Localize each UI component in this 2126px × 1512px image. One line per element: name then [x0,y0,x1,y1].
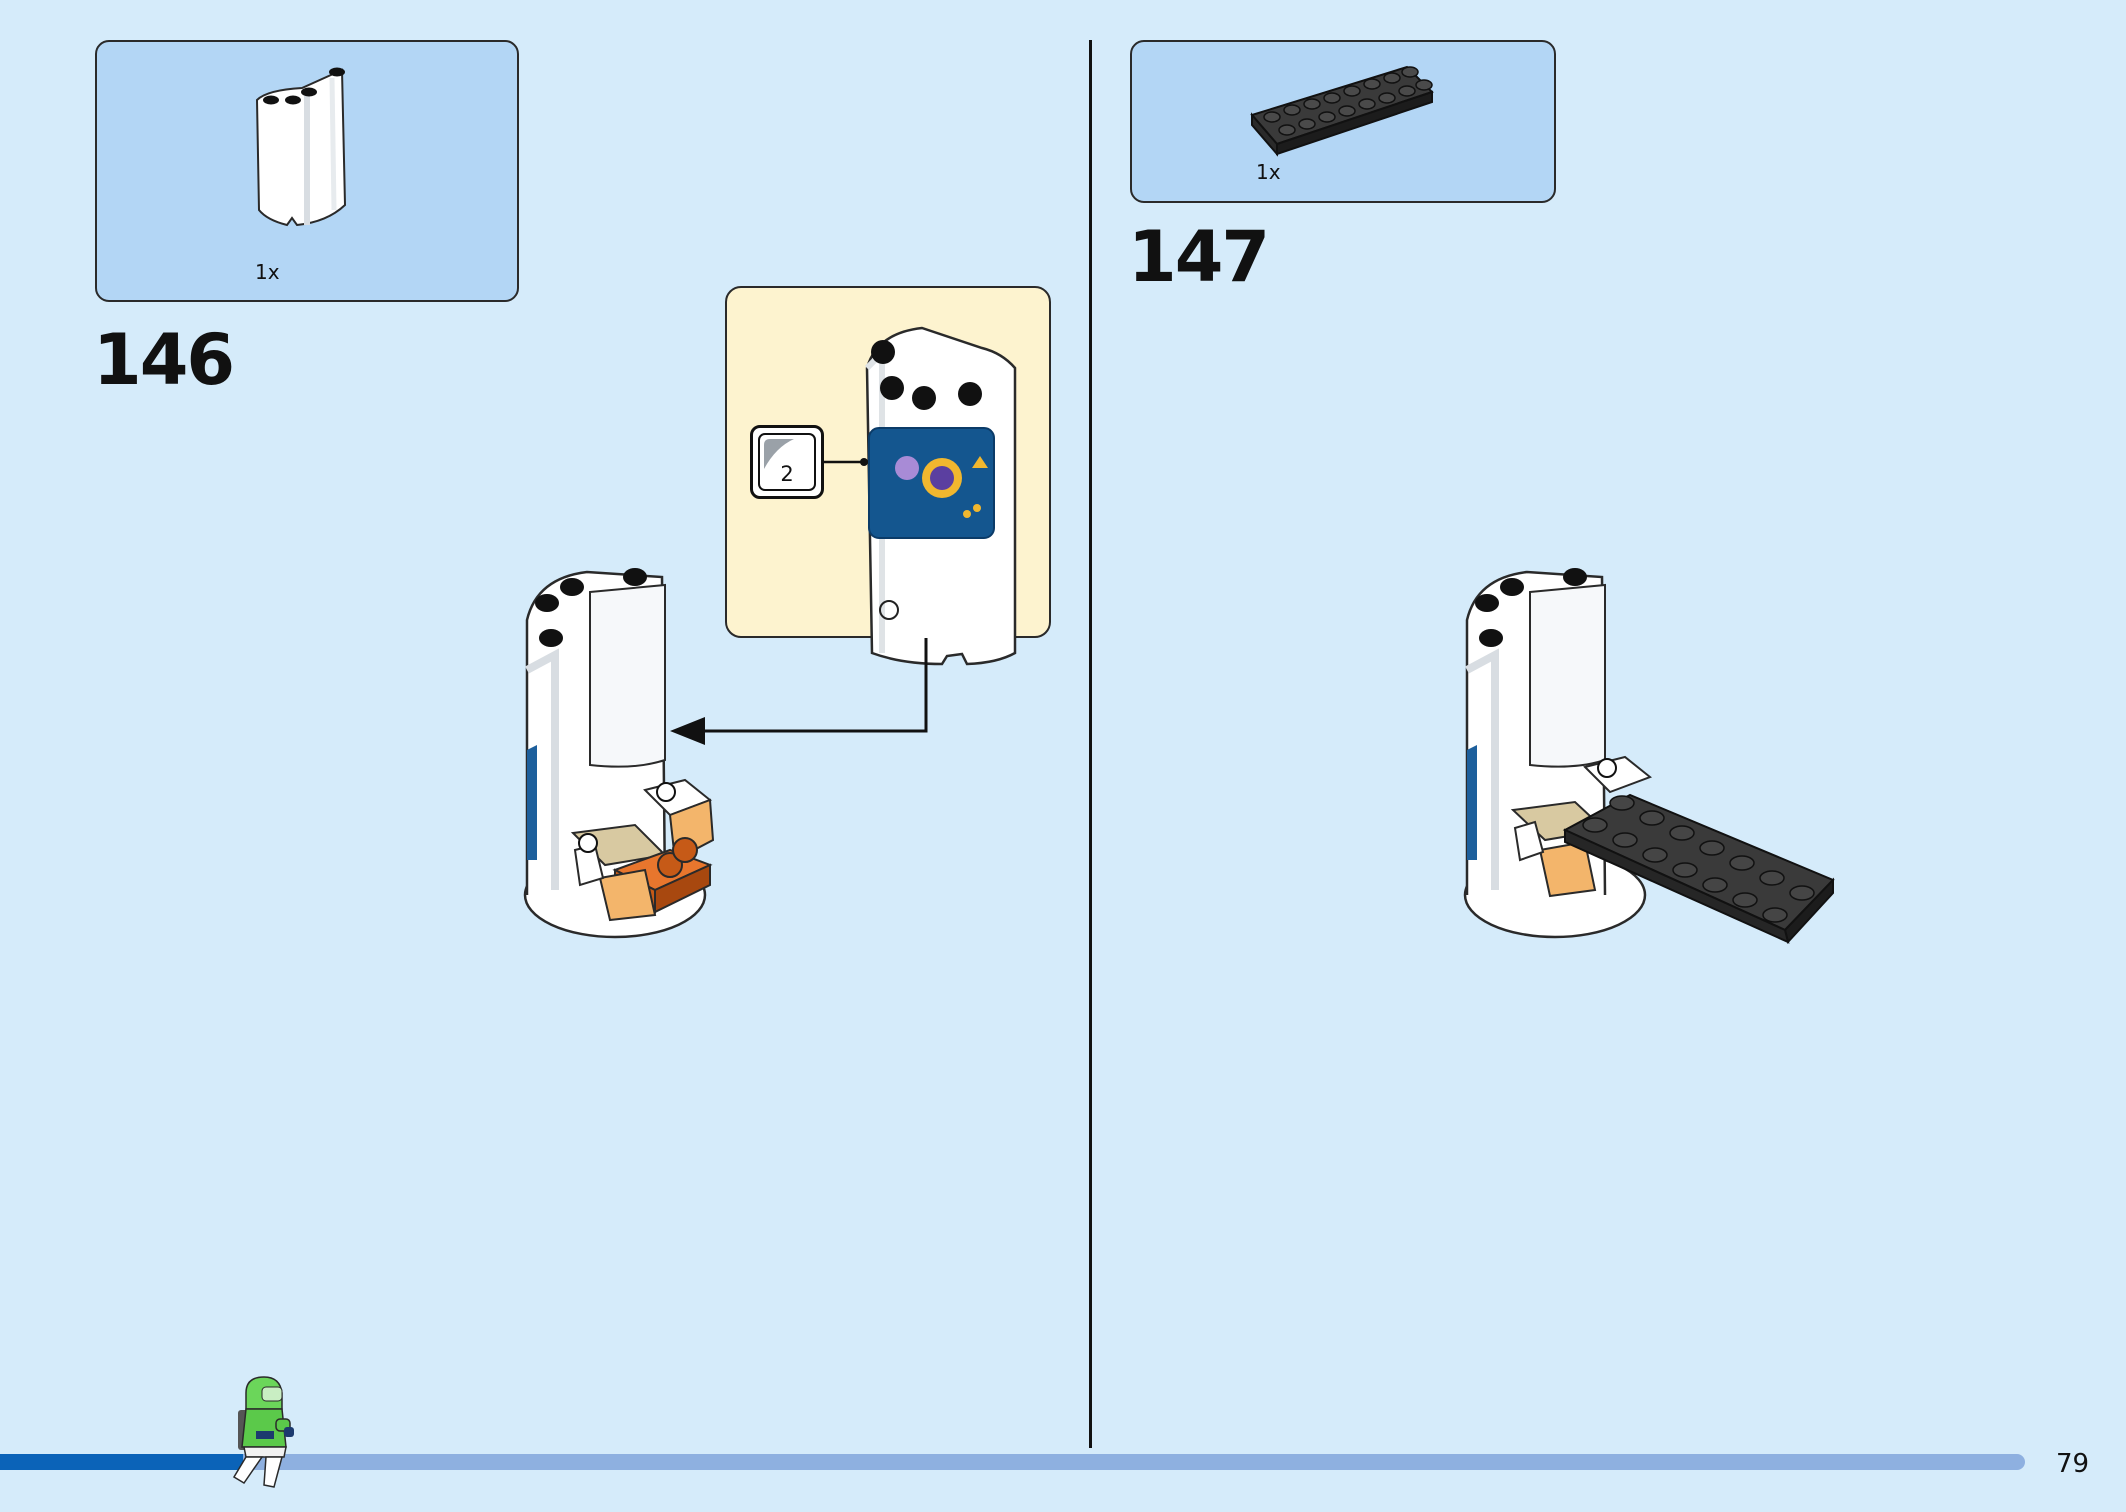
sticker-count: 2 [780,462,794,486]
model-step-147 [1463,568,1835,945]
model-step-146 [523,568,715,939]
sub-build-callout [725,286,1051,666]
page-number: 79 [2056,1449,2090,1479]
sticker-icon: 2 [750,425,824,499]
page-divider [1089,40,1092,1448]
parts-list-step-146: 1x [95,40,519,302]
black-plate-part [1250,65,1434,157]
part-quantity: 1x [1256,160,1281,184]
parts-list-step-147: 1x [1130,40,1556,203]
white-curved-panel-part [255,67,347,227]
step-number-146: 146 [93,319,235,401]
stickered-panel [864,326,1017,666]
part-quantity: 1x [255,260,280,284]
minifigure-icon [232,1376,294,1488]
progress-bar-track [0,1454,2025,1470]
progress-bar-fill [0,1454,243,1470]
step-number-147: 147 [1128,216,1270,298]
